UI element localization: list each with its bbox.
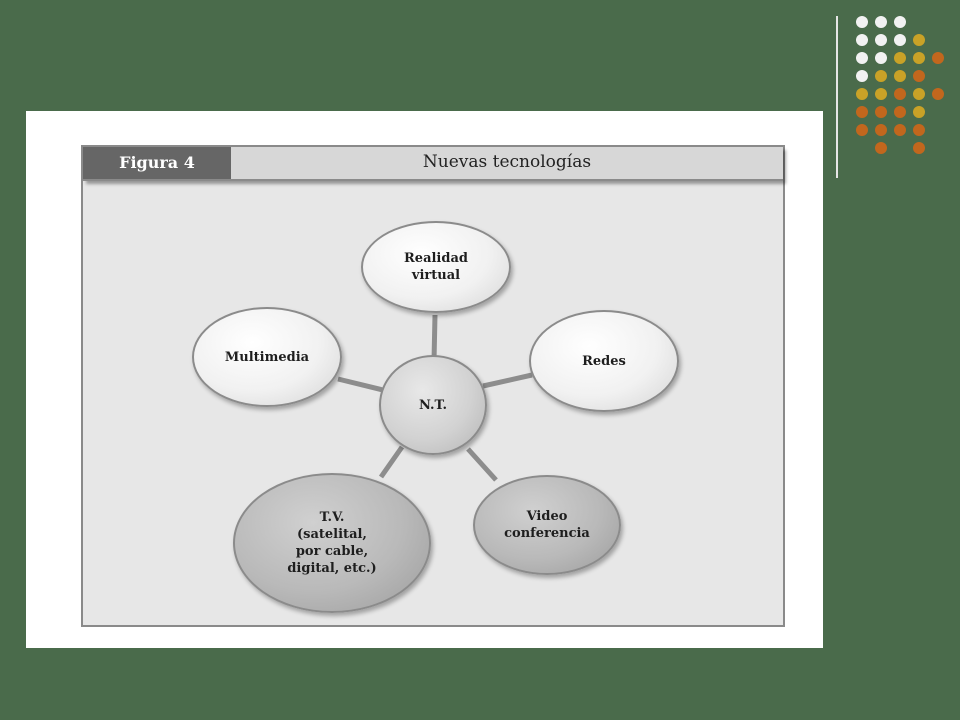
connector-realidad-virtual — [431, 314, 438, 362]
node-tv: T.V. (satelital, por cable, digital, etc… — [233, 473, 431, 613]
figure-title: Nuevas tecnologías — [422, 152, 592, 172]
figure-box: Figura 4 Nuevas tecnologías Realidad vir… — [81, 145, 785, 627]
decorative-dot — [894, 34, 906, 46]
decorative-dot — [856, 70, 868, 82]
decorative-dot — [913, 88, 925, 100]
decorative-dot — [894, 16, 906, 28]
decorative-dot — [913, 70, 925, 82]
connector-tv — [378, 445, 405, 479]
node-multimedia: Multimedia — [192, 307, 342, 407]
connector-video-conferencia — [466, 447, 498, 482]
figure-header: Figura 4 Nuevas tecnologías — [83, 147, 783, 181]
decorative-dot — [875, 142, 887, 154]
decorative-dot — [932, 52, 944, 64]
decorative-dot — [875, 16, 887, 28]
decorative-dot — [894, 106, 906, 118]
decorative-dot — [894, 88, 906, 100]
slide-panel: Figura 4 Nuevas tecnologías Realidad vir… — [26, 111, 823, 648]
connector-lines — [337, 314, 533, 482]
decorative-dot — [875, 34, 887, 46]
decorative-dot — [894, 124, 906, 136]
connector-multimedia — [337, 376, 384, 393]
decorative-dot — [856, 106, 868, 118]
decorative-dot — [913, 34, 925, 46]
node-redes: Redes — [529, 310, 679, 412]
connector-redes — [482, 372, 533, 389]
decorative-dot — [875, 88, 887, 100]
decorative-dot — [875, 70, 887, 82]
decorative-dot — [856, 124, 868, 136]
decorative-dot — [913, 124, 925, 136]
node-center-nt: N.T. — [379, 355, 487, 455]
decorative-dot — [913, 142, 925, 154]
decorative-dot — [894, 52, 906, 64]
decorative-dot — [875, 124, 887, 136]
decorative-dot — [913, 52, 925, 64]
decorative-dot — [856, 52, 868, 64]
decorative-dot — [856, 88, 868, 100]
decorative-dot — [875, 52, 887, 64]
decorative-dot — [856, 34, 868, 46]
decorative-vertical-line — [836, 16, 838, 178]
decorative-dot — [932, 88, 944, 100]
decorative-dot — [875, 106, 887, 118]
node-realidad-virtual: Realidad virtual — [361, 221, 511, 313]
decorative-dot — [894, 70, 906, 82]
decorative-dot — [913, 106, 925, 118]
node-video-conferencia: Video conferencia — [473, 475, 621, 575]
decorative-dot — [856, 16, 868, 28]
figure-label: Figura 4 — [83, 147, 231, 179]
